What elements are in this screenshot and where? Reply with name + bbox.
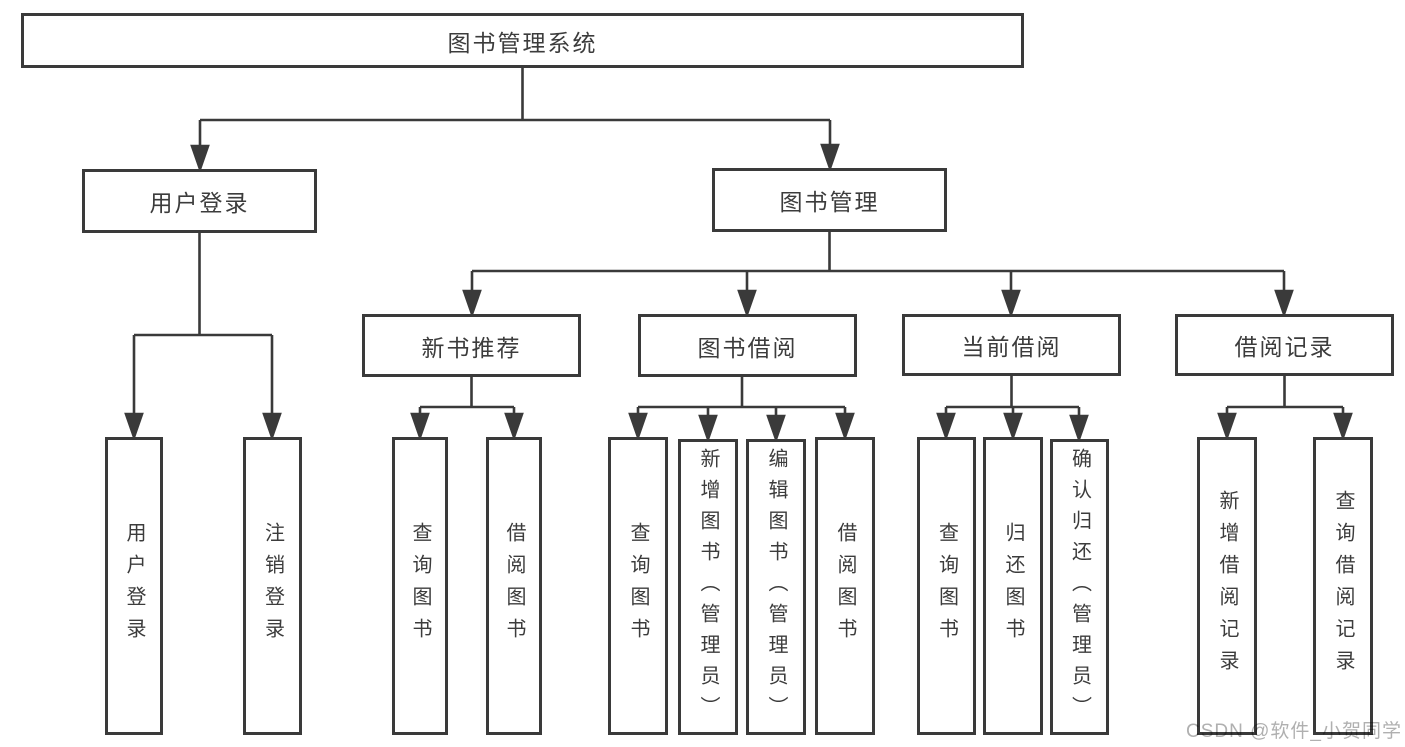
leaf-nb-query-books: 查询图书	[392, 437, 448, 735]
connector-book-borrow-to-leaves	[628, 377, 855, 443]
leaf-logout: 注销登录	[243, 437, 302, 735]
connector-borrow-record-to-leaves	[1217, 376, 1353, 441]
connector-root-to-level2	[190, 68, 840, 173]
l2-book-management-node: 图书管理	[712, 168, 947, 232]
leaf-br-query-record: 查询借阅记录	[1313, 437, 1373, 735]
leaf-bb-add-books-admin: 新增图书（管理员）	[678, 439, 738, 735]
leaf-br-add-record: 新增借阅记录	[1197, 437, 1257, 735]
connector-user-login-to-leaves	[124, 233, 282, 441]
l2-user-login-node: 用户登录	[82, 169, 317, 233]
root-node-label: 图书管理系统	[447, 29, 598, 56]
l3-book-borrow-label: 图书借阅	[697, 334, 798, 361]
l3-new-book-recommend-node: 新书推荐	[362, 314, 581, 377]
leaf-cb-query-books: 查询图书	[917, 437, 976, 735]
watermark: CSDN @软件_小贺同学	[1186, 721, 1402, 742]
leaf-cb-confirm-return-admin: 确认归还（管理员）	[1050, 439, 1109, 735]
connector-book-management-to-level3	[462, 232, 1294, 318]
connector-current-borrow-to-leaves	[936, 376, 1089, 443]
l3-new-book-recommend-label: 新书推荐	[421, 334, 522, 361]
l2-user-login-label: 用户登录	[149, 190, 250, 216]
leaf-bb-borrow-books: 借阅图书	[815, 437, 875, 735]
leaf-nb-borrow-books: 借阅图书	[486, 437, 542, 735]
l3-current-borrow-node: 当前借阅	[902, 314, 1121, 376]
leaf-user-login: 用户登录	[105, 437, 163, 735]
l3-borrow-record-label: 借阅记录	[1234, 334, 1335, 360]
leaf-bb-edit-books-admin: 编辑图书（管理员）	[746, 439, 806, 735]
l3-current-borrow-label: 当前借阅	[961, 334, 1062, 360]
leaf-cb-return-books: 归还图书	[983, 437, 1043, 735]
root-node-library-system: 图书管理系统	[21, 13, 1024, 68]
leaf-bb-query-books: 查询图书	[608, 437, 668, 735]
connector-new-book-recommend-to-leaves	[410, 377, 524, 441]
l3-book-borrow-node: 图书借阅	[638, 314, 857, 377]
l3-borrow-record-node: 借阅记录	[1175, 314, 1394, 376]
l2-book-management-label: 图书管理	[779, 189, 880, 215]
